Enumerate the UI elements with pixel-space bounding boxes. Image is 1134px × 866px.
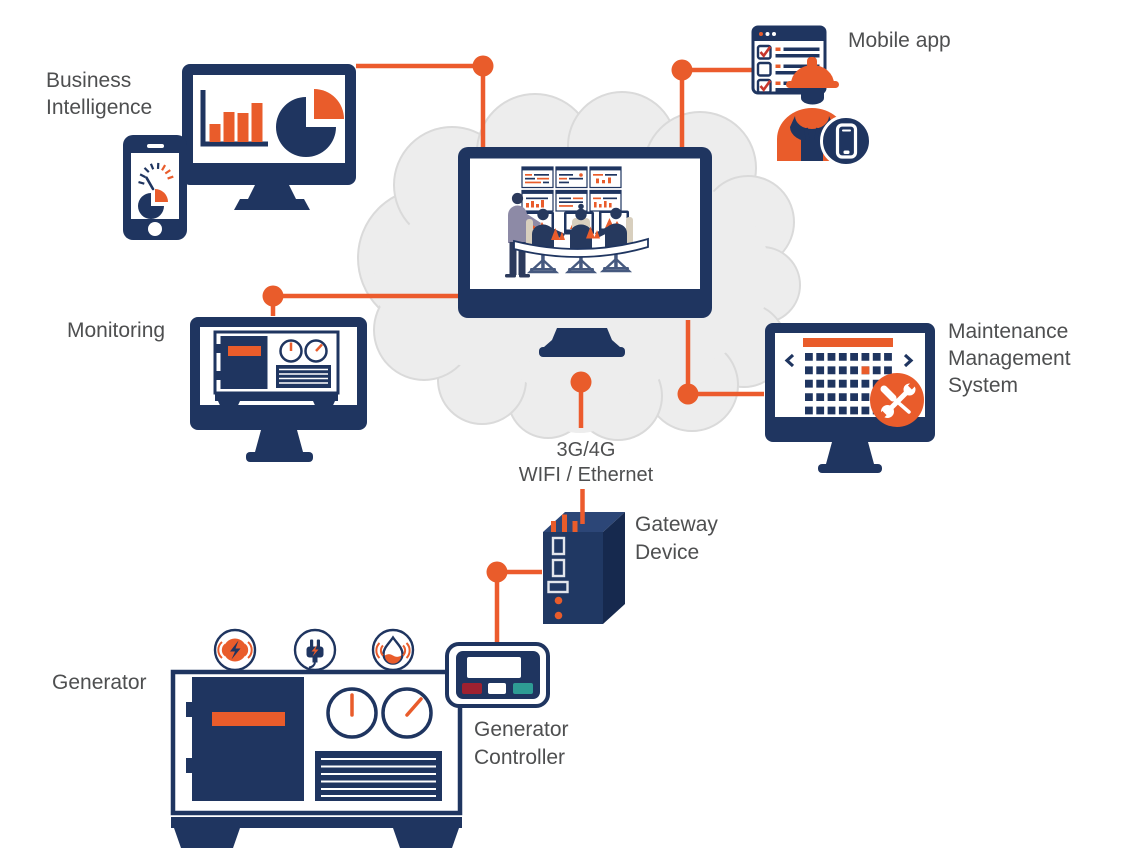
wall-dashboards <box>521 166 622 212</box>
generator-controller-label: Generator Controller <box>474 718 569 769</box>
connectivity-label: 3G/4G WIFI / Ethernet <box>518 439 654 486</box>
fuel-drop-icon <box>371 628 415 672</box>
connector-mms-cloud <box>677 320 764 405</box>
monitor-generator-icon <box>213 330 340 408</box>
connector-bi-cloud <box>356 55 494 150</box>
connector-cloud-gateway <box>570 371 592 428</box>
power-surge-icon <box>213 628 257 672</box>
junction-dot <box>472 55 494 77</box>
maintenance-management-label: Maintenance Management System <box>948 320 1071 397</box>
control-room-monitor-icon <box>458 147 712 357</box>
connector-gateway-controller <box>486 561 542 646</box>
phone-badge-icon <box>820 115 872 167</box>
connector-mobileapp-cloud <box>671 59 753 150</box>
controller-panel-icon <box>445 642 550 708</box>
generator-unit-icon <box>170 669 463 848</box>
bi-pie-chart-icon <box>276 89 344 157</box>
plug-icon <box>293 628 337 672</box>
node-business-intelligence <box>123 64 356 240</box>
monitoring-label: Monitoring <box>67 319 166 342</box>
business-intelligence-label: Business Intelligence <box>46 69 153 119</box>
control-room-desk <box>513 237 649 258</box>
generator-label: Generator <box>52 671 147 694</box>
wrench-tools-icon <box>870 373 924 427</box>
node-maintenance-management <box>765 323 935 473</box>
junction-dot <box>671 59 693 81</box>
mobile-app-label: Mobile app <box>848 29 951 52</box>
junction-dot <box>570 371 592 393</box>
junction-dot <box>486 561 508 583</box>
gateway-box-icon <box>543 512 625 624</box>
gateway-device-label: Gateway Device <box>635 513 718 564</box>
junction-dot <box>677 383 699 405</box>
bi-phone-gauge-icon <box>123 135 187 240</box>
junction-dot <box>262 285 284 307</box>
control-room-scene <box>505 166 649 278</box>
node-mobile-app <box>751 25 872 167</box>
connector-monitoring-cloud <box>262 285 458 316</box>
node-monitoring <box>190 317 367 462</box>
